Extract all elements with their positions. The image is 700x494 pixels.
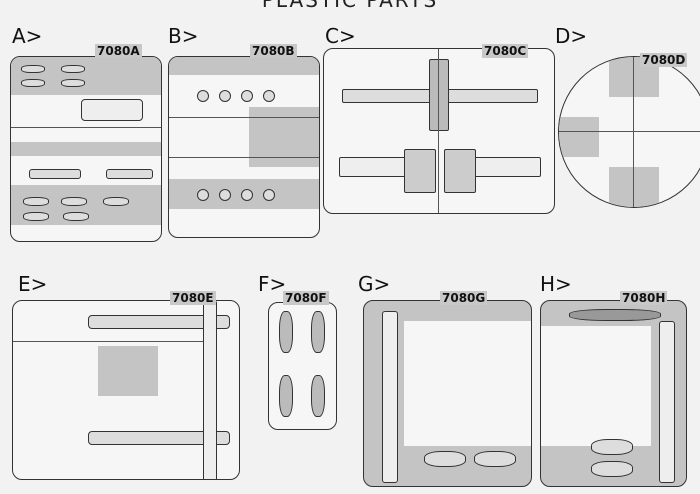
part: [21, 65, 45, 73]
fuselage-center-part: [429, 59, 449, 131]
wheel-part: [263, 90, 275, 102]
part: [569, 309, 661, 321]
part: [474, 451, 516, 467]
sprue-h-label: H>: [540, 272, 572, 296]
fuselage-part: [88, 315, 230, 329]
part: [279, 311, 293, 353]
sprue-f-label: F>: [258, 272, 287, 296]
part: [23, 197, 49, 206]
sprue-a-label: A>: [12, 24, 43, 48]
wheel-part: [197, 189, 209, 201]
wheel-part: [219, 189, 231, 201]
sprue-runner: [13, 341, 203, 342]
sprue-c-label: C>: [325, 24, 356, 48]
shaded-area: [98, 346, 158, 396]
fuselage-part: [88, 431, 230, 445]
part: [81, 99, 143, 121]
sprue-runner: [438, 49, 439, 213]
sprue-runner: [169, 157, 319, 158]
sprue-a-code: 7080A: [95, 44, 142, 58]
sprue-g: [363, 300, 532, 487]
part: [311, 311, 325, 353]
sprue-c: [323, 48, 555, 214]
wheel-part: [263, 189, 275, 201]
light-area: [404, 321, 531, 446]
part: [61, 79, 85, 87]
fuselage-part: [382, 311, 398, 483]
sprue-d-code: 7080D: [640, 53, 688, 67]
part: [63, 212, 89, 221]
part: [106, 169, 153, 179]
part: [103, 197, 129, 206]
fuselage-part: [659, 321, 675, 483]
part: [591, 439, 633, 455]
shaded-area: [559, 117, 599, 157]
sprue-h: [540, 300, 687, 487]
part: [23, 212, 49, 221]
sprue-h-code: 7080H: [620, 291, 668, 305]
wheel-part: [241, 90, 253, 102]
sprue-f-code: 7080F: [283, 291, 329, 305]
wheel-part: [219, 90, 231, 102]
part: [311, 375, 325, 417]
part: [424, 451, 466, 467]
shaded-area: [11, 142, 161, 156]
sprue-runner: [559, 131, 700, 132]
part: [29, 169, 81, 179]
sprue-d-label: D>: [555, 24, 588, 48]
sprue-e: [12, 300, 240, 480]
part: [61, 197, 87, 206]
sprue-g-code: 7080G: [440, 291, 488, 305]
sprue-e-code: 7080E: [170, 291, 216, 305]
shaded-area: [249, 107, 319, 167]
sprue-b-label: B>: [168, 24, 199, 48]
part: [404, 149, 436, 193]
part: [21, 79, 45, 87]
page-title: PLASTIC PARTS: [261, 0, 439, 12]
part: [61, 65, 85, 73]
sprue-b: [168, 56, 320, 238]
sprue-c-code: 7080C: [482, 44, 529, 58]
sprue-e-label: E>: [18, 272, 48, 296]
sprue-b-code: 7080B: [250, 44, 297, 58]
shaded-area: [169, 57, 319, 75]
shaded-area: [609, 167, 659, 207]
sprue-runner: [11, 127, 161, 128]
wheel-part: [197, 90, 209, 102]
part: [203, 301, 217, 479]
sprue-a: [10, 56, 162, 242]
sprue-f: [268, 302, 337, 430]
wheel-part: [241, 189, 253, 201]
light-area: [541, 326, 651, 446]
sprue-runner: [633, 57, 634, 207]
shaded-area: [11, 57, 161, 95]
part: [444, 149, 476, 193]
part: [279, 375, 293, 417]
sprue-d: [558, 56, 700, 208]
sprue-runner: [169, 117, 319, 118]
part: [591, 461, 633, 477]
sprue-g-label: G>: [358, 272, 391, 296]
